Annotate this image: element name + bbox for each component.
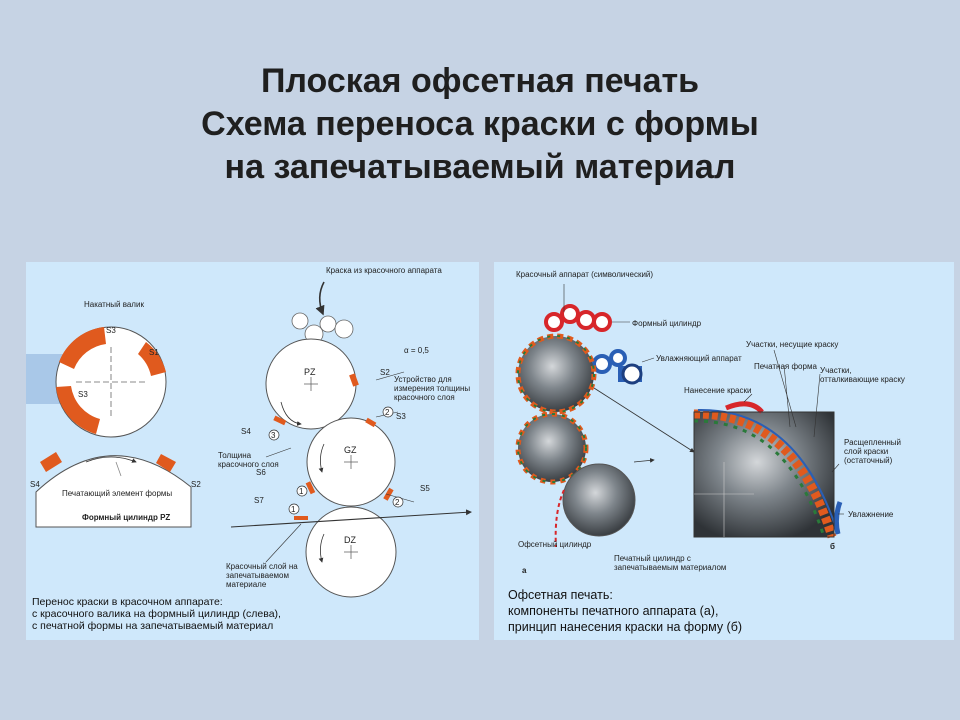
left-caption-line3: с печатной формы на запечатываемый матер…: [32, 620, 274, 632]
dampening-unit-label: Увлажняющий аппарат: [656, 354, 742, 363]
impression-cylinder: [562, 463, 636, 537]
offset-components-drawing: [515, 284, 844, 548]
right-caption-line1: Офсетная печать:: [508, 588, 613, 602]
form-roller-label: Накатный валик: [84, 300, 144, 309]
circle-1-b: 1: [291, 505, 296, 514]
ink-layer-line2: запечатываемом: [226, 571, 289, 580]
measuring-device-line2: измерения толщины: [394, 384, 471, 393]
measuring-device-line3: красочного слоя: [394, 393, 455, 402]
form-cylinder-label: Формный цилиндр: [632, 319, 702, 328]
impression-cylinder-line1: Печатный цилиндр с: [614, 554, 691, 563]
ink-thickness-line1: Толщина: [218, 451, 252, 460]
ink-repelling-line1: Участки,: [820, 366, 852, 375]
printing-plate-label: Печатная форма: [754, 362, 817, 371]
dampening-detail: [833, 501, 843, 535]
label-b: б: [830, 542, 835, 551]
left-caption-line1: Перенос краски в красочном аппарате:: [32, 596, 223, 608]
right-caption-line3: принцип нанесения краски на форму (б): [508, 620, 743, 634]
right-caption-line2: компоненты печатного аппарата (а),: [508, 604, 719, 618]
offset-components-diagram: Красочный аппарат (символический) Формны…: [494, 262, 954, 640]
s7-label: S7: [254, 496, 264, 505]
pz-label: PZ: [304, 367, 316, 377]
circle-1-a: 1: [299, 487, 304, 496]
split-layer-line1: Расщепленный: [844, 438, 901, 447]
left-caption-line2: с красочного валика на формный цилиндр (…: [32, 608, 281, 620]
s1-label: S1: [149, 348, 159, 357]
ink-carrying-label: Участки, несущие краску: [746, 340, 839, 349]
ink-layer-line3: материале: [226, 580, 267, 589]
s4-label-left: S4: [30, 480, 40, 489]
roller-ink-arc-2: [56, 386, 100, 434]
ink-transfer-diagram: Краска из красочного аппарата Накатный в…: [26, 262, 479, 640]
dampening-rollers: [592, 349, 643, 385]
title-line-1: Плоская офсетная печать: [260, 62, 700, 100]
dz-label: DZ: [344, 535, 356, 545]
inking-rollers: [544, 304, 612, 332]
label-a: а: [522, 566, 527, 575]
form-cylinder: [515, 333, 597, 415]
s3-label: S3: [78, 390, 88, 399]
s6-label: S6: [256, 468, 266, 477]
split-layer-line2: слой краски: [844, 447, 889, 456]
inking-unit-label: Красочный аппарат (символический): [516, 270, 654, 279]
slide-title: Плоская офсетная печать Схема переноса к…: [0, 60, 960, 189]
s4-label-right: S4: [241, 427, 251, 436]
title-line-2: Схема переноса краски с формы: [201, 105, 759, 143]
offset-cylinder: [515, 411, 589, 485]
dampening-label: Увлажнение: [848, 510, 894, 519]
measuring-device-line1: Устройство для: [394, 375, 452, 384]
ink-application-label: Нанесение краски: [684, 386, 752, 395]
ink-transfer-drawing: [26, 281, 472, 598]
circle-2-b: 2: [395, 498, 400, 507]
plate-cylinder: [35, 455, 192, 528]
roller-ink-arc: [59, 327, 106, 369]
ink-layer-detail: [693, 409, 837, 539]
circle-2-a: 2: [385, 408, 390, 417]
plate-cylinder-label: Формный цилиндр PZ: [82, 513, 171, 522]
alpha-label: α = 0,5: [404, 346, 429, 355]
offset-cylinder-label: Офсетный цилиндр: [518, 540, 592, 549]
split-layer-line3: (остаточный): [844, 456, 893, 465]
s1-label-top: S3: [106, 326, 116, 335]
s3-label-right: S3: [396, 412, 406, 421]
title-line-3: на запечатываемый материал: [224, 148, 736, 186]
ink-application-detail: [725, 401, 764, 414]
s5-label: S5: [420, 484, 430, 493]
s2-label: S2: [380, 368, 390, 377]
printing-element-label: Печатающий элемент формы: [62, 489, 173, 498]
circle-3: 3: [271, 431, 276, 440]
ink-repelling-line2: отталкивающие краску: [820, 375, 905, 384]
ink-thickness-line2: красочного слоя: [218, 460, 279, 469]
gz-label: GZ: [344, 445, 357, 455]
ink-layer-line1: Красочный слой на: [226, 562, 298, 571]
s2-label-left: S2: [191, 480, 201, 489]
ink-supply-label: Краска из красочного аппарата: [326, 266, 442, 275]
impression-cylinder-line2: запечатываемым материалом: [614, 563, 727, 572]
roller-ink-arc-3: [138, 342, 166, 376]
